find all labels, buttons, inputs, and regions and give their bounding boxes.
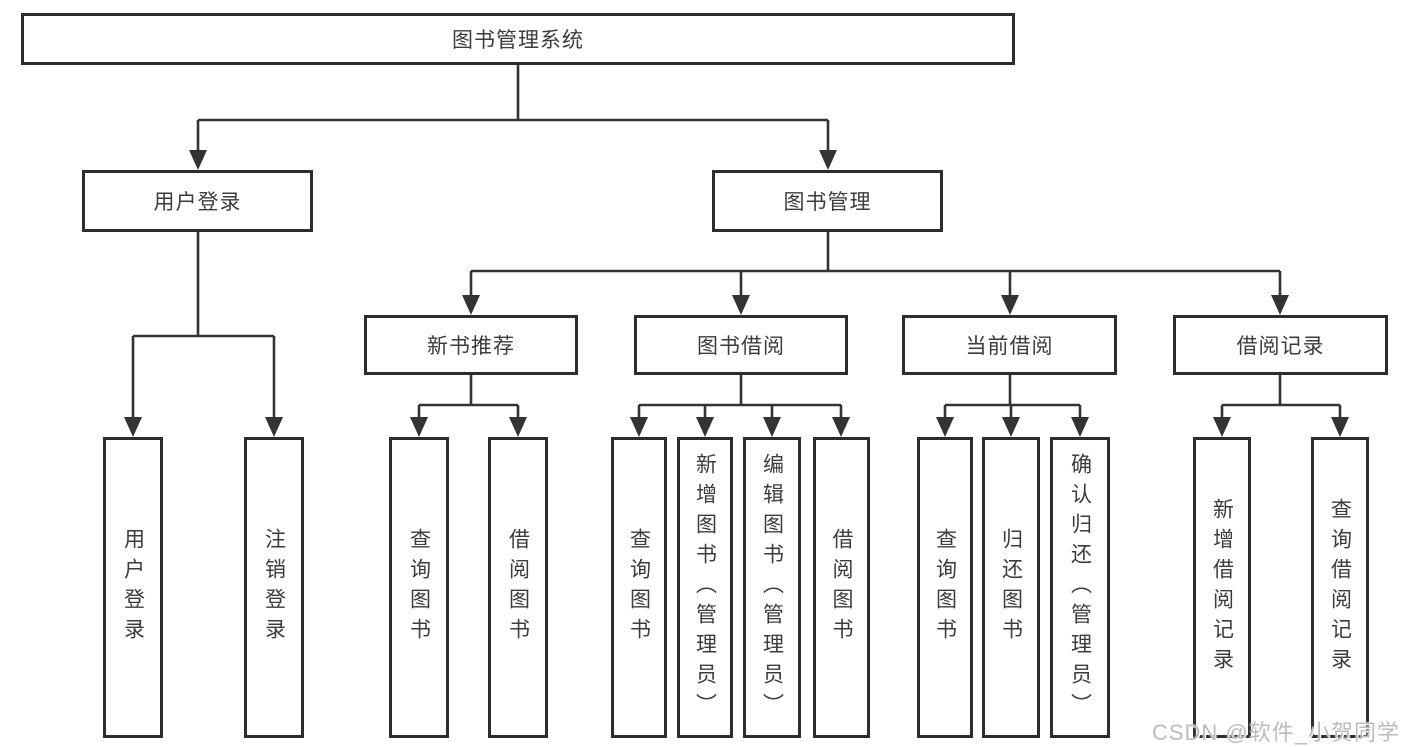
node-current-borrowing-label: 当前借阅 [965, 335, 1054, 358]
leaf-query-books-borrowing: 查询图书 [611, 437, 667, 738]
node-book-borrowing-label: 图书借阅 [697, 335, 785, 358]
leaf-query-books-current: 查询图书 [917, 437, 973, 738]
leaf-edit-book-admin-label: 编辑图书（管理员） [760, 452, 784, 723]
leaf-query-books-current-label: 查询图书 [933, 527, 957, 648]
leaf-add-book-admin-label: 新增图书（管理员） [693, 452, 717, 723]
node-book-borrowing: 图书借阅 [634, 315, 848, 375]
leaf-edit-book-admin: 编辑图书（管理员） [743, 437, 801, 738]
node-user-login: 用户登录 [82, 170, 313, 232]
node-borrowing-records-label: 借阅记录 [1236, 335, 1325, 358]
leaf-logout-label: 注销登录 [262, 527, 286, 648]
node-current-borrowing: 当前借阅 [902, 315, 1117, 375]
leaf-confirm-return-admin: 确认归还（管理员） [1050, 437, 1110, 738]
leaf-borrow-books-borrowing: 借阅图书 [813, 437, 870, 738]
node-root-label: 图书管理系统 [452, 29, 584, 52]
leaf-add-book-admin: 新增图书（管理员） [677, 437, 733, 738]
leaf-query-books-borrowing-label: 查询图书 [627, 527, 651, 648]
leaf-logout: 注销登录 [244, 437, 304, 738]
leaf-return-books-label: 归还图书 [999, 527, 1023, 648]
leaf-add-borrow-record: 新增借阅记录 [1193, 437, 1251, 738]
node-book-management-label: 图书管理 [783, 191, 872, 214]
node-book-management: 图书管理 [712, 170, 943, 232]
node-borrowing-records: 借阅记录 [1173, 315, 1388, 375]
leaf-borrow-books-recommend-label: 借阅图书 [506, 527, 530, 648]
leaf-add-borrow-record-label: 新增借阅记录 [1210, 497, 1234, 678]
leaf-user-login: 用户登录 [103, 437, 163, 738]
node-new-book-recommendation-label: 新书推荐 [427, 335, 515, 358]
leaf-borrow-books-borrowing-label: 借阅图书 [830, 527, 853, 648]
leaf-query-books-recommend: 查询图书 [389, 437, 449, 738]
node-new-book-recommendation: 新书推荐 [364, 315, 578, 375]
leaf-query-borrow-record-label: 查询借阅记录 [1328, 497, 1352, 678]
leaf-query-borrow-record: 查询借阅记录 [1311, 437, 1369, 738]
leaf-return-books: 归还图书 [982, 437, 1040, 738]
leaf-borrow-books-recommend: 借阅图书 [488, 437, 548, 738]
node-root: 图书管理系统 [21, 13, 1015, 65]
csdn-watermark: CSDN @软件_小贺同学 [1151, 720, 1400, 745]
node-user-login-label: 用户登录 [153, 191, 242, 214]
leaf-query-books-recommend-label: 查询图书 [407, 527, 431, 648]
leaf-user-login-label: 用户登录 [121, 527, 145, 648]
leaf-confirm-return-admin-label: 确认归还（管理员） [1068, 452, 1092, 723]
